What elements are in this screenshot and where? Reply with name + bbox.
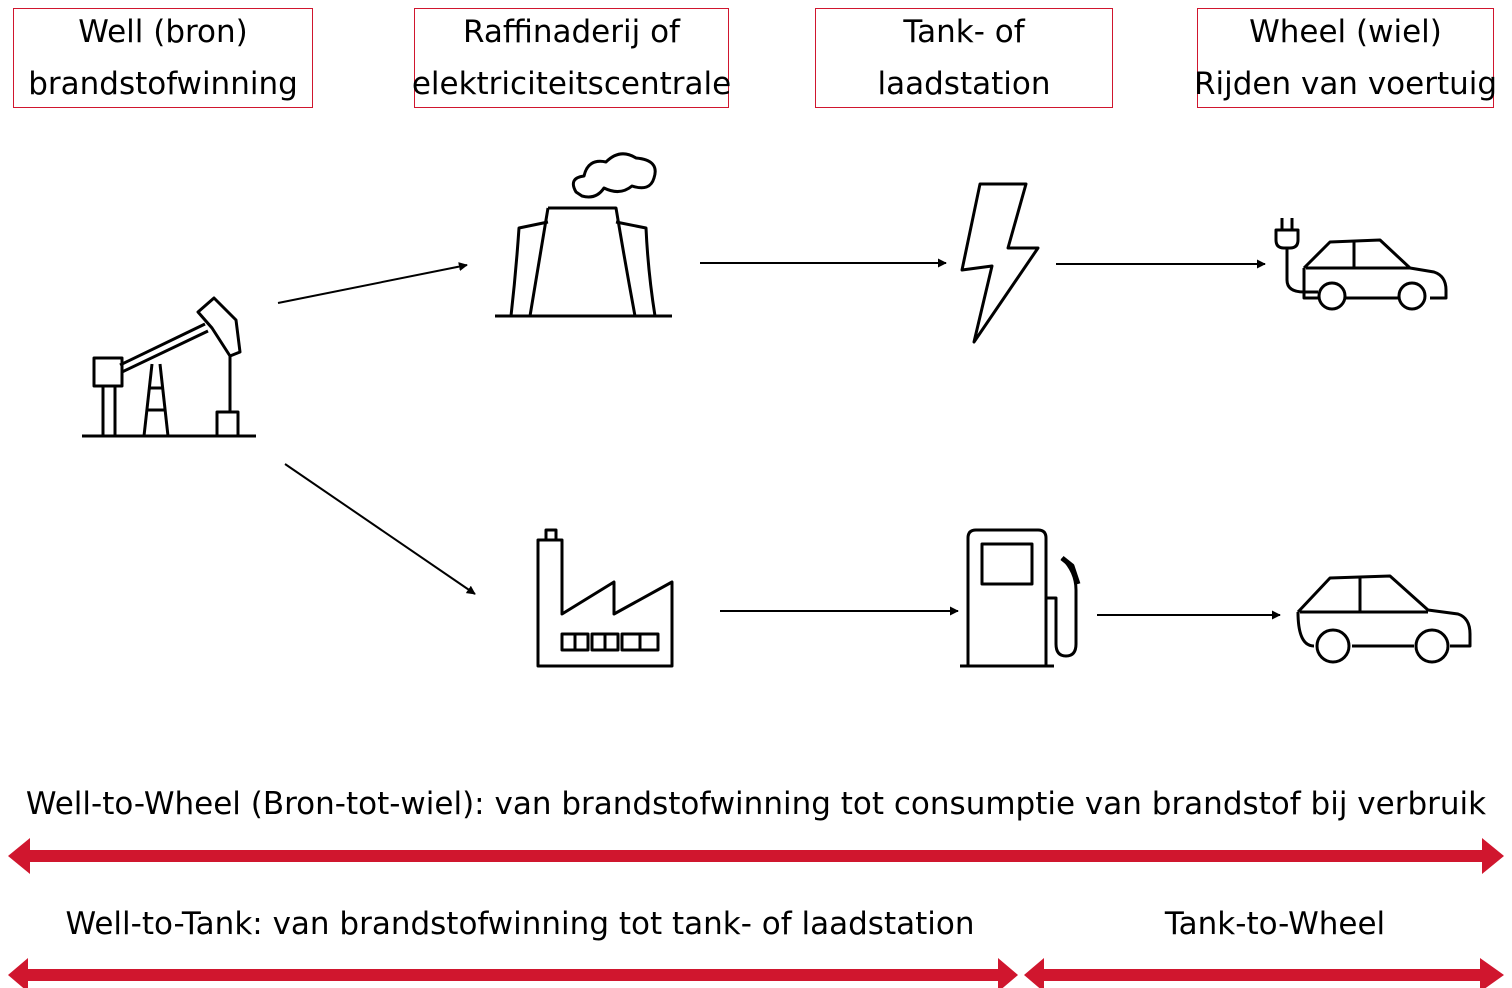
stage-tank-line2: laadstation <box>877 66 1051 102</box>
well-to-wheel-arrow <box>8 838 1504 874</box>
tank-to-wheel-label: Tank-to-Wheel <box>1164 906 1386 942</box>
stage-refinery-line1: Raffinaderij of <box>463 14 680 50</box>
arrow-well-to-power-plant <box>277 262 468 304</box>
stage-wheel-line2: Rijden van voertuig <box>1193 66 1498 102</box>
stage-refinery-line2: elektriciteitscentrale <box>411 66 732 102</box>
factory-icon <box>536 528 674 668</box>
oil-pump-jack-icon <box>82 296 256 438</box>
stage-box-wheel: Wheel (wiel) Rijden van voertuig <box>1193 8 1498 108</box>
well-to-tank-arrow <box>8 958 1018 988</box>
well-to-wheel-label: Well-to-Wheel (Bron-tot-wiel): van brand… <box>25 786 1487 822</box>
stage-box-refinery: Raffinaderij of elektriciteitscentrale <box>411 8 732 108</box>
tank-to-wheel-arrow <box>1024 958 1504 988</box>
arrow-well-to-refinery <box>284 463 476 595</box>
stage-well-line1: Well (bron) <box>78 14 248 50</box>
cooling-tower-icon <box>495 152 672 318</box>
stage-well-line2: brandstofwinning <box>28 66 298 102</box>
electric-car-icon <box>1274 218 1448 311</box>
stage-wheel-line1: Wheel (wiel) <box>1249 14 1442 50</box>
fuel-pump-icon <box>960 528 1081 668</box>
stage-box-well: Well (bron) brandstofwinning <box>13 8 313 108</box>
flow-arrows <box>277 258 1281 620</box>
stage-box-tank: Tank- of laadstation <box>815 8 1113 108</box>
well-to-tank-label: Well-to-Tank: van brandstofwinning tot t… <box>65 906 975 942</box>
stage-tank-line1: Tank- of <box>903 14 1025 50</box>
car-icon <box>1296 574 1472 664</box>
lightning-bolt-icon <box>960 182 1040 344</box>
